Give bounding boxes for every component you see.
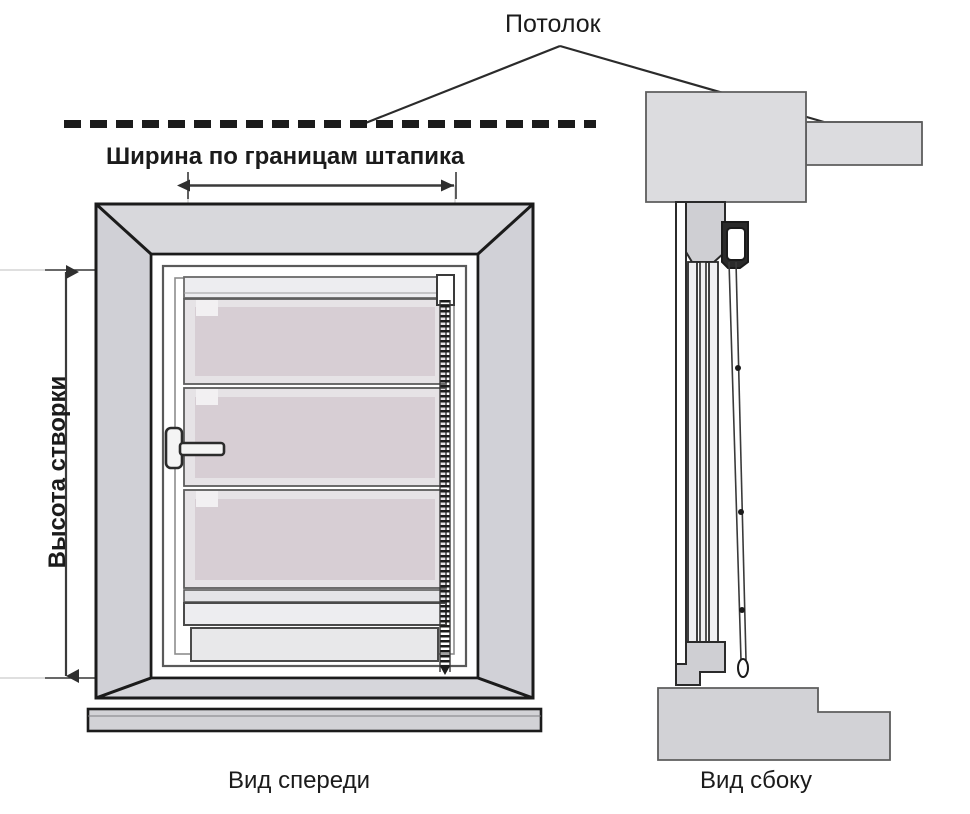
side-window-sill xyxy=(657,687,891,761)
label-height-dimension: Высота створки xyxy=(44,375,71,569)
blind-cassette xyxy=(183,276,447,299)
caption-front-view: Вид спереди xyxy=(228,767,371,794)
bead-chain xyxy=(436,274,455,675)
window-handle[interactable] xyxy=(164,426,226,470)
side-blind-cassette xyxy=(721,221,749,269)
ceiling-leader-left xyxy=(362,44,561,126)
caption-side-view: Вид сбоку xyxy=(700,767,812,794)
width-dimension-arrow xyxy=(177,172,457,199)
blind-bottom-rail xyxy=(183,589,447,626)
window-sill xyxy=(86,707,543,733)
blind-fabric xyxy=(183,298,447,589)
side-blind-fabric xyxy=(728,261,749,678)
side-wall-section xyxy=(645,91,923,203)
label-ceiling: Потолок xyxy=(505,10,601,38)
lower-sash-panel xyxy=(190,627,439,662)
label-width-dimension: Ширина по границам штапика xyxy=(106,143,465,170)
side-window-profile xyxy=(675,201,726,686)
